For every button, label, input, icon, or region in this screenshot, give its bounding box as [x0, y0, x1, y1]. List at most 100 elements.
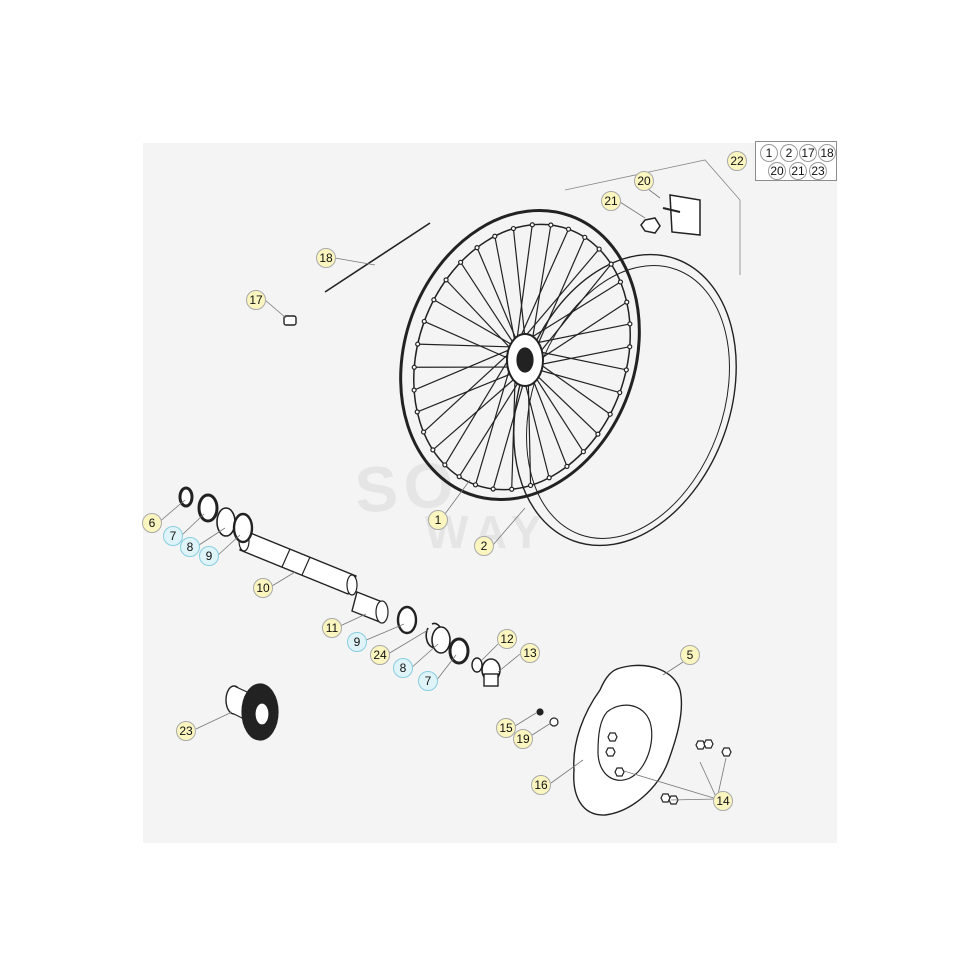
- callout-1[interactable]: 1: [428, 510, 448, 530]
- callout-2[interactable]: 2: [474, 536, 494, 556]
- callout-5[interactable]: 5: [680, 645, 700, 665]
- callout-21[interactable]: 21: [601, 191, 621, 211]
- spoke-nipple-mark: [415, 341, 421, 347]
- spoke-nipple-mark: [442, 462, 448, 468]
- kit-item-17[interactable]: 17: [799, 144, 817, 162]
- spoke-line: [413, 346, 517, 391]
- callout-8-left[interactable]: 8: [180, 537, 200, 557]
- spoke-line: [527, 366, 599, 435]
- spoke-nipple-mark: [624, 299, 630, 305]
- spoke-nipple-mark: [509, 486, 515, 492]
- spoke-nipple-mark: [414, 409, 420, 415]
- disc-bolt: [660, 793, 671, 803]
- callout-8-right[interactable]: 8: [393, 658, 413, 678]
- spoke-nipple-mark: [456, 474, 462, 480]
- brake-disc: [573, 664, 683, 816]
- axle-nut: [481, 658, 501, 687]
- callout-14[interactable]: 14: [713, 791, 733, 811]
- spoke-line: [423, 346, 517, 433]
- spoke-line: [433, 299, 517, 348]
- hub-part: [225, 683, 279, 741]
- spoke-nipple-mark: [617, 389, 623, 396]
- disc-bolt: [695, 740, 706, 750]
- left-bearing-set: [178, 486, 254, 544]
- spoke-part: [324, 222, 431, 293]
- callout-20[interactable]: 20: [634, 171, 654, 191]
- disc-bolt: [605, 747, 616, 757]
- spoke-nipple-mark: [564, 463, 570, 469]
- rim-lock: [640, 194, 701, 236]
- callout-10[interactable]: 10: [253, 578, 273, 598]
- spoke-nipple-mark: [443, 277, 449, 283]
- disc-bolt: [703, 739, 714, 749]
- kit-item-21[interactable]: 21: [789, 162, 807, 180]
- spoke-nipple-mark: [492, 233, 498, 239]
- spoke-nipple-mark: [580, 449, 586, 455]
- spoke-nipple-mark: [490, 486, 496, 492]
- callout-7-left[interactable]: 7: [163, 526, 183, 546]
- disc-bolt: [721, 747, 732, 757]
- callout-7-right[interactable]: 7: [418, 671, 438, 691]
- spoke-line: [432, 366, 529, 451]
- spoke-nipple-mark: [430, 447, 436, 453]
- spacer: [351, 591, 389, 624]
- kit-item-18[interactable]: 18: [818, 144, 836, 162]
- spoke-nipple-mark: [627, 321, 633, 327]
- disc-bolt: [614, 767, 625, 777]
- kit-item-20[interactable]: 20: [768, 162, 786, 180]
- nut-15: [536, 708, 544, 716]
- spoke-line: [527, 346, 630, 368]
- spoke-nipple-mark: [527, 482, 534, 489]
- spoke-nipple-mark: [607, 411, 613, 417]
- spoke-line: [515, 224, 533, 348]
- callout-9-right[interactable]: 9: [347, 632, 367, 652]
- spoke-nipple-mark: [431, 297, 437, 303]
- spoke-line: [527, 366, 568, 467]
- callout-24[interactable]: 24: [370, 645, 390, 665]
- wheel-hub: [506, 333, 544, 387]
- spoke-nipple-mark: [565, 226, 572, 232]
- spoke-nipple-mark: [474, 245, 480, 251]
- disc-bolts: [605, 732, 732, 805]
- spoke-nipple-mark: [411, 364, 417, 370]
- spoke-line: [460, 261, 517, 348]
- callout-16[interactable]: 16: [531, 775, 551, 795]
- spoke-nipple-mark: [596, 246, 602, 252]
- spoke-nipple-mark: [582, 234, 588, 240]
- spoke-nipple-mark: [617, 279, 624, 285]
- spoke-nipple-mark: [458, 259, 464, 265]
- callout-22[interactable]: 22: [727, 151, 747, 171]
- callout-9-left[interactable]: 9: [199, 546, 219, 566]
- callout-18[interactable]: 18: [316, 248, 336, 268]
- spoke-line: [515, 248, 600, 348]
- callout-17[interactable]: 17: [246, 290, 266, 310]
- spoke-nipple-mark: [411, 387, 417, 393]
- spoke-line: [527, 366, 532, 486]
- spoke-nipple-mark: [546, 475, 552, 481]
- callout-12[interactable]: 12: [497, 629, 517, 649]
- washer: [471, 657, 483, 673]
- spoke-line: [515, 228, 570, 348]
- spoke-nipple-mark: [595, 431, 601, 437]
- callout-15[interactable]: 15: [496, 718, 516, 738]
- kit-item-1[interactable]: 1: [760, 144, 778, 162]
- callout-13[interactable]: 13: [520, 643, 540, 663]
- kit-contents-box: 1 2 17 18 20 21 23: [755, 141, 837, 181]
- callout-19[interactable]: 19: [513, 729, 533, 749]
- spoke-line: [458, 366, 529, 477]
- spoke-nipple-mark: [548, 222, 554, 228]
- spoke-nipple-mark: [529, 222, 535, 228]
- kit-item-2[interactable]: 2: [780, 144, 798, 162]
- callout-23[interactable]: 23: [176, 721, 196, 741]
- spoke-line: [527, 366, 620, 394]
- spoke-nipple-mark: [421, 318, 427, 325]
- callout-6[interactable]: 6: [142, 513, 162, 533]
- callout-11[interactable]: 11: [322, 618, 342, 638]
- spoke-nipple: [283, 315, 297, 326]
- disc-bolt: [607, 732, 618, 742]
- kit-item-23[interactable]: 23: [809, 162, 827, 180]
- spoke-line: [494, 236, 517, 348]
- washer-19: [549, 717, 559, 727]
- spoke-line: [492, 366, 529, 490]
